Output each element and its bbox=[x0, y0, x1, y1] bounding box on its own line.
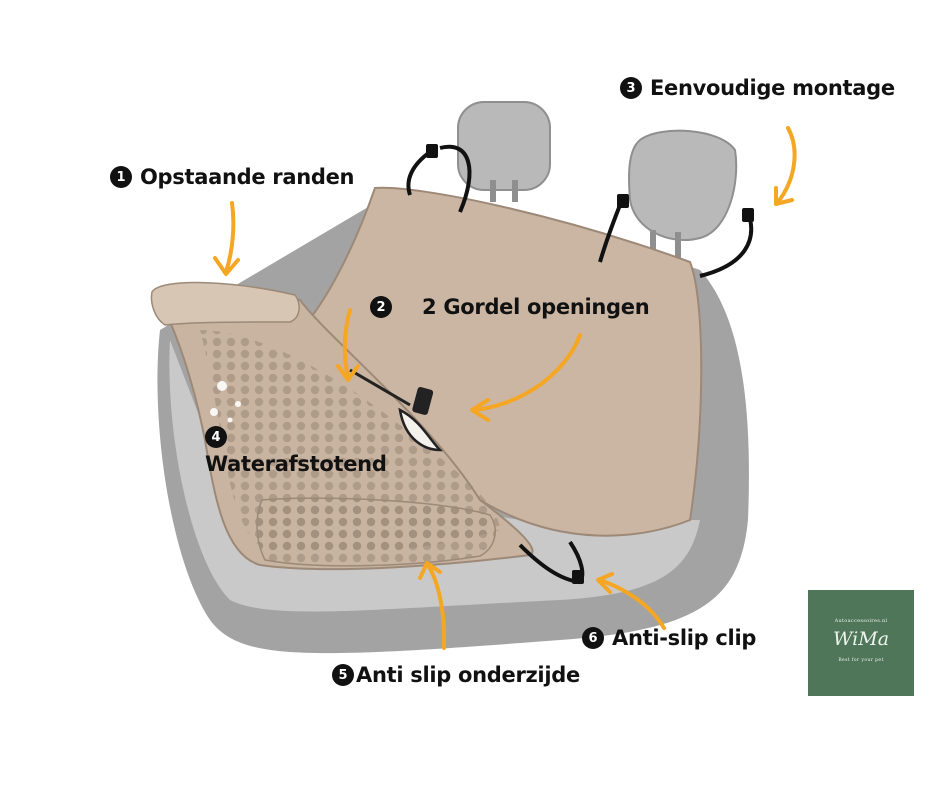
callout-number: 4 bbox=[205, 426, 227, 448]
arrow-1 bbox=[224, 201, 236, 274]
arrow-2b-head bbox=[470, 398, 490, 422]
strap-clip-left bbox=[426, 144, 438, 158]
logo-name: WiMa bbox=[832, 628, 890, 650]
antislip-clip-icon bbox=[572, 570, 584, 584]
callout-label: Eenvoudige montage bbox=[650, 76, 895, 100]
arrow-5 bbox=[426, 563, 447, 650]
callout-belt-openings: 2 2 Gordel openingen bbox=[370, 295, 650, 319]
arrow-2a-head bbox=[336, 364, 360, 382]
callout-raised-edges: 1 Opstaande randen bbox=[110, 165, 355, 189]
strap-clip-right-a bbox=[617, 194, 629, 208]
callout-number: 3 bbox=[620, 77, 642, 99]
arrow-6 bbox=[598, 578, 666, 630]
front-flap bbox=[256, 497, 496, 567]
callout-antislip-bottom: 5 Anti slip onderzijde bbox=[332, 663, 580, 687]
arrows bbox=[213, 126, 797, 650]
callout-number: 1 bbox=[110, 166, 132, 188]
raised-edge bbox=[150, 281, 300, 326]
belt-strap bbox=[349, 368, 411, 407]
arrow-5-head bbox=[418, 561, 442, 580]
callout-label: Anti slip onderzijde bbox=[356, 663, 580, 687]
callout-label: Anti-slip clip bbox=[612, 626, 757, 650]
belt-buckle bbox=[412, 387, 434, 415]
callout-water-repellent: 4 Waterafstotend bbox=[205, 426, 387, 476]
callout-number: 6 bbox=[582, 627, 604, 649]
callout-label: 2 Gordel openingen bbox=[422, 295, 650, 319]
arrow-3 bbox=[776, 126, 797, 204]
headrest-right bbox=[628, 129, 738, 258]
callout-label: Opstaande randen bbox=[140, 165, 355, 189]
headrest-left bbox=[457, 101, 551, 202]
logo-tagline: Best for your pet bbox=[838, 658, 884, 663]
arrow-6-head bbox=[596, 572, 614, 594]
strap-clip-right-b bbox=[742, 208, 754, 222]
water-droplets bbox=[210, 381, 241, 423]
callout-number: 5 bbox=[332, 664, 354, 686]
callout-easy-mounting: 3 Eenvoudige montage bbox=[620, 76, 895, 100]
brand-logo: Autoaccessoires.nl WiMa Best for your pe… bbox=[808, 590, 914, 696]
arrow-2b bbox=[473, 333, 582, 412]
belt-opening bbox=[398, 407, 444, 452]
arrow-3-head bbox=[774, 186, 794, 206]
arrow-1-head bbox=[213, 256, 240, 276]
callout-number: 2 bbox=[370, 296, 392, 318]
callout-antislip-clip: 6 Anti-slip clip bbox=[582, 626, 756, 650]
arrow-2a bbox=[342, 308, 352, 380]
logo-small-text: Autoaccessoires.nl bbox=[834, 618, 888, 624]
strap-left bbox=[406, 144, 472, 213]
callout-label: Waterafstotend bbox=[205, 452, 387, 476]
